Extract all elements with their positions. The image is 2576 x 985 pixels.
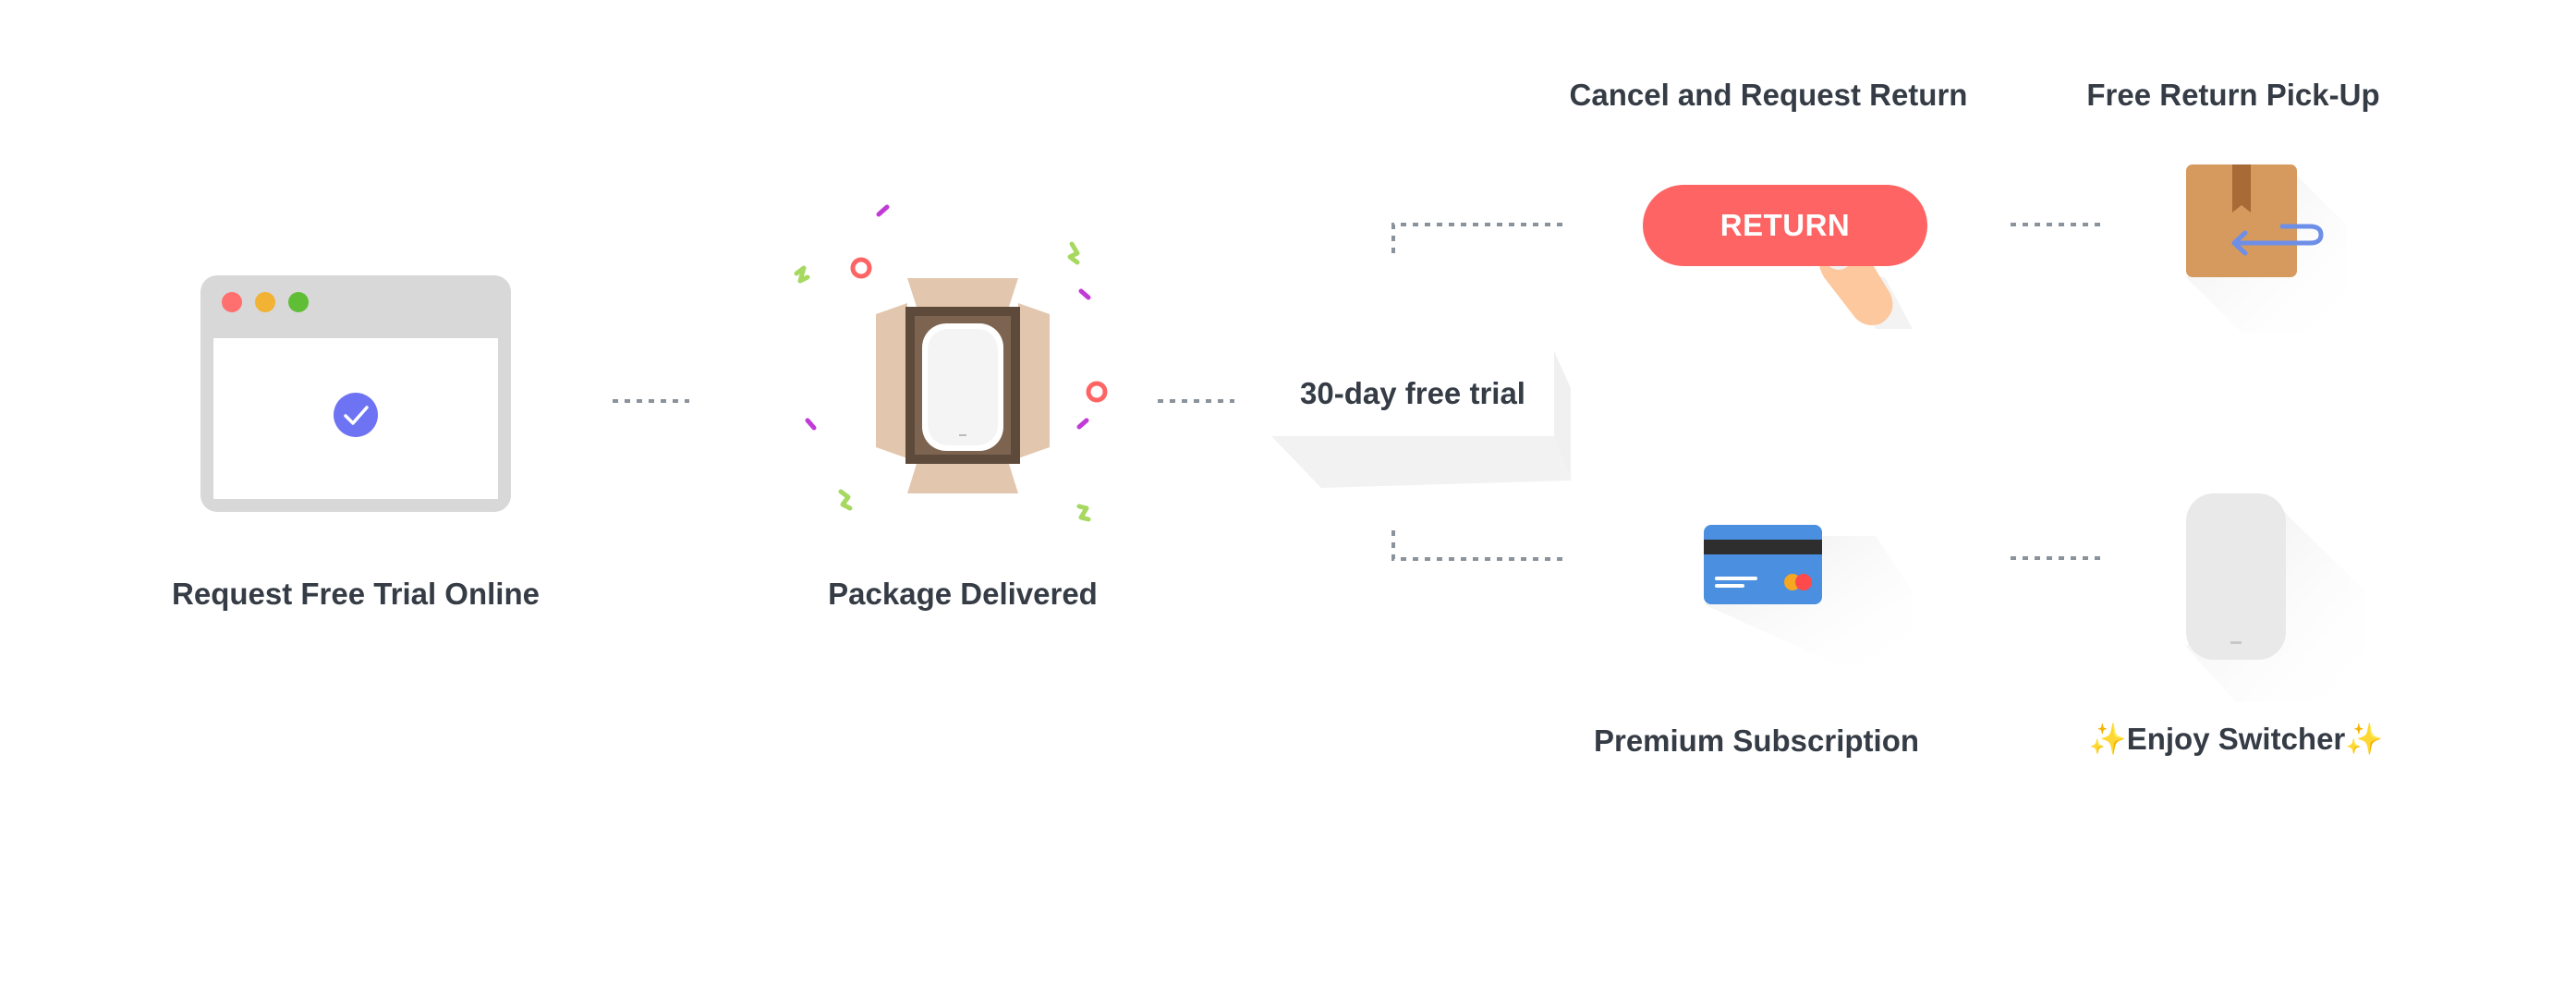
cancel-label: Cancel and Request Return <box>1569 78 1968 112</box>
return-package-icon <box>2186 164 2347 333</box>
request-label: Request Free Trial Online <box>172 577 540 611</box>
enjoy-label-group: ✨Enjoy Switcher✨ <box>2089 724 2384 754</box>
open-box-icon <box>876 278 1050 493</box>
pickup-label: Free Return Pick-Up <box>2086 78 2380 112</box>
sparkle-icon: ✨ <box>2088 722 2127 756</box>
connectors <box>613 223 2106 561</box>
confetti <box>794 204 1108 522</box>
sparkle-icon: ✨ <box>2345 722 2384 756</box>
delivered-label: Package Delivered <box>828 577 1098 611</box>
return-button[interactable]: RETURN <box>1643 185 1927 266</box>
enjoy-label: Enjoy Switcher <box>2126 722 2346 756</box>
trial-label: 30-day free trial <box>1300 376 1525 410</box>
switcher-device-icon <box>922 323 1003 451</box>
credit-card-icon <box>1704 525 1913 665</box>
browser-window-icon <box>200 275 511 512</box>
trial-box: 30-day free trial <box>1271 351 1554 436</box>
check-circle-icon <box>334 393 378 437</box>
switcher-device-large-icon <box>2186 493 2365 702</box>
subscription-label: Premium Subscription <box>1593 724 1920 758</box>
